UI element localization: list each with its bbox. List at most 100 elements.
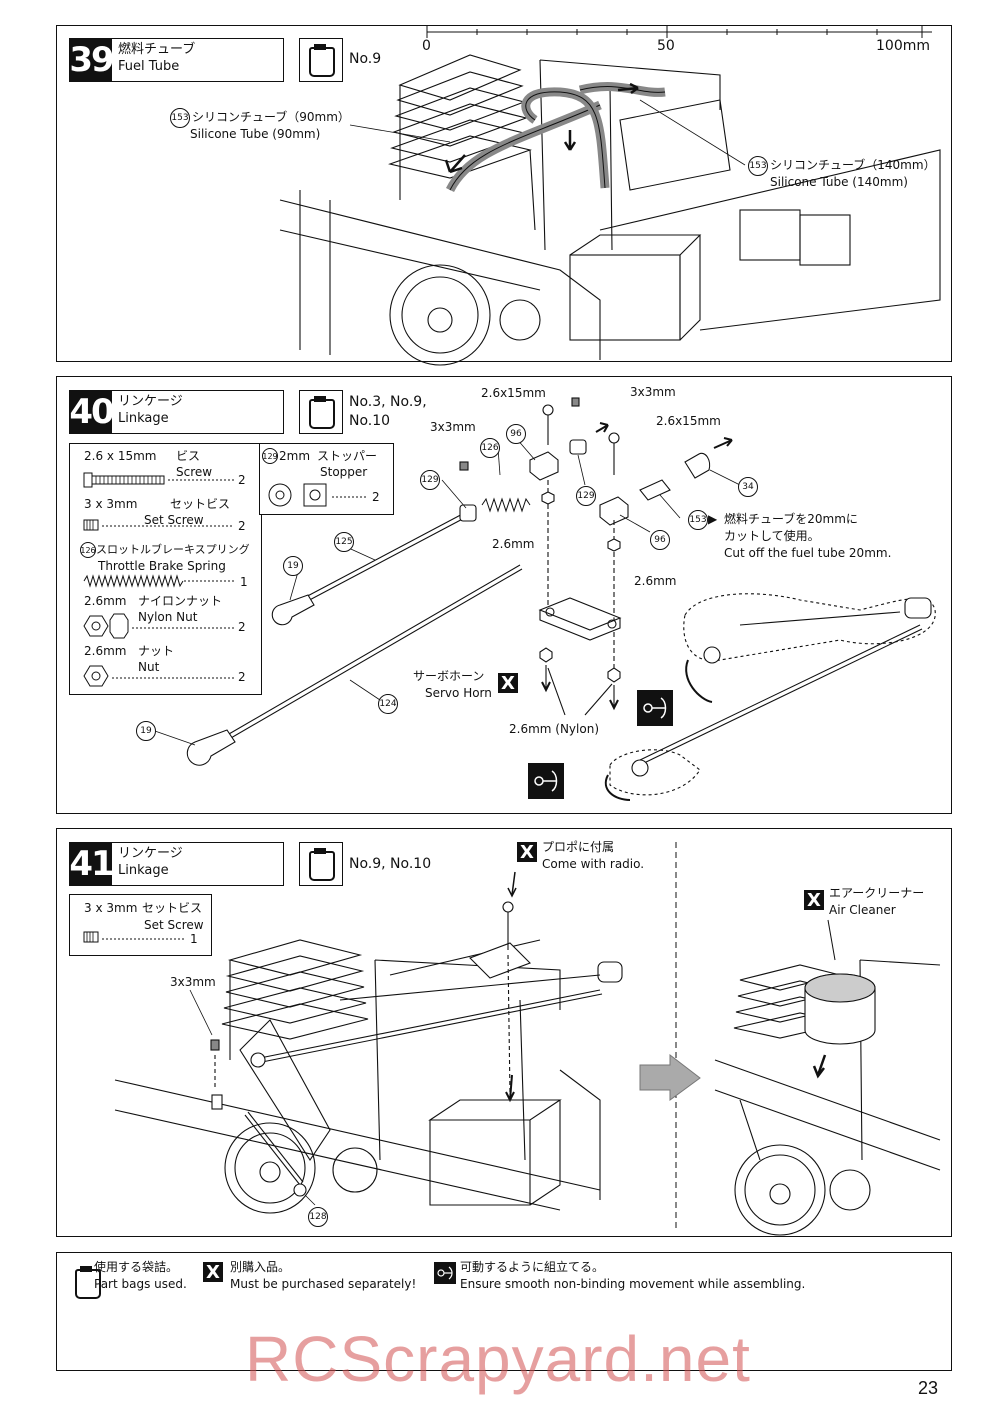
spring-en: Throttle Brake Spring: [98, 559, 226, 573]
part-number-34: 34: [738, 477, 758, 497]
screw-jp: ビス: [176, 449, 201, 463]
label-3x3: 3x3mm: [170, 975, 216, 989]
nut-size: 2.6mm: [84, 644, 127, 658]
separate-purchase-icon: X: [203, 1262, 223, 1283]
stopper-qty: 2: [372, 490, 380, 504]
step-41-header: 41 リンケージ Linkage: [69, 842, 284, 886]
part-number-19b: 19: [136, 721, 156, 741]
silicone-tube-90-jp: シリコンチューブ（90mm）: [192, 110, 350, 124]
scale-ruler: [426, 26, 932, 38]
screw-en: Screw: [176, 465, 213, 479]
legend-bag-en: Part bags used.: [94, 1277, 187, 1291]
bag-number-line1: No.3, No.9,: [349, 394, 427, 410]
part-bag-icon: [299, 390, 343, 434]
watermark: RCScrapyard.net: [245, 1323, 751, 1395]
stopper-part-number: 129: [262, 448, 278, 464]
parts-list-box: [69, 894, 212, 956]
part-number-153b: 153: [748, 156, 768, 176]
setscrew-size: 3 x 3mm: [84, 497, 138, 511]
part-number-125: 125: [334, 532, 354, 552]
bag-number: No.9, No.10: [349, 856, 432, 872]
setscrew-jp: セットビス: [170, 497, 231, 511]
spring-icon: [83, 574, 236, 588]
label-26mm-nylon: 2.6mm (Nylon): [509, 722, 599, 736]
servo-horn-en: Servo Horn: [425, 686, 492, 700]
parts-list-box: [69, 443, 262, 695]
setscrew-qty: 2: [238, 519, 246, 533]
part-number-19a: 19: [283, 556, 303, 576]
stopper-jp: ストッパー: [317, 449, 378, 463]
legend-bag-jp: 使用する袋詰。: [94, 1260, 179, 1274]
step-title-jp: 燃料チューブ: [118, 42, 196, 57]
step-title-en: Linkage: [118, 411, 169, 426]
linkage-installed-illustration: [114, 842, 941, 1236]
bag-number: No.9: [349, 51, 382, 67]
scale-tick-100: 100mm: [876, 38, 930, 54]
setscrew-jp: セットビス: [142, 901, 203, 915]
legend-panel: [56, 1252, 952, 1371]
nylonnut-size: 2.6mm: [84, 594, 127, 608]
fuel-cut-note-arrow: ▶: [708, 512, 718, 526]
part-number-128: 128: [308, 1207, 328, 1227]
nut-en: Nut: [138, 660, 160, 674]
scale-tick-0: 0: [422, 38, 431, 54]
silicone-tube-140-en: Silicone Tube (140mm): [770, 175, 908, 189]
silicone-tube-140-jp: シリコンチューブ（140mm）: [770, 158, 936, 172]
separate-purchase-icon: X: [804, 890, 824, 911]
setscrew-en: Set Screw: [144, 513, 204, 527]
page-number: 23: [918, 1378, 939, 1398]
radio-note-jp: プロポに付属: [542, 840, 615, 854]
setscrew-size: 3 x 3mm: [84, 901, 138, 915]
air-cleaner-en: Air Cleaner: [829, 903, 896, 917]
radio-note-en: Come with radio.: [542, 857, 645, 871]
legend-movable-en: Ensure smooth non-binding movement while…: [460, 1277, 806, 1291]
legend-separate-jp: 別購入品。: [230, 1260, 291, 1274]
spring-qty: 1: [240, 575, 248, 589]
setscrew-qty: 1: [190, 932, 198, 946]
nut-icon: [83, 665, 234, 687]
stopper-en: Stopper: [320, 465, 368, 479]
part-number-153a: 153: [170, 108, 190, 128]
part-number-124: 124: [378, 694, 398, 714]
nut-jp: ナット: [138, 644, 175, 658]
label-2615-a: 2.6x15mm: [481, 386, 546, 400]
label-26mm-b: 2.6mm: [634, 574, 677, 588]
fuel-cut-jp-2: カットして使用。: [724, 529, 820, 543]
linkage-exploded-illustration: [151, 397, 936, 801]
separate-purchase-icon: X: [498, 673, 518, 694]
step-39-panel: [56, 25, 952, 362]
nylonnut-qty: 2: [238, 620, 246, 634]
nylonnut-jp: ナイロンナット: [138, 594, 223, 608]
stopper-size: 2mm: [279, 449, 311, 463]
screw-icon: [83, 472, 234, 488]
label-3x3-top: 3x3mm: [630, 385, 676, 399]
part-number-96a: 96: [506, 424, 526, 444]
scale-tick-50: 50: [657, 38, 675, 54]
spring-part-number: 126: [80, 542, 96, 558]
part-bag-icon: [66, 1261, 101, 1299]
step-40-panel: [56, 376, 952, 814]
step-number: 40: [69, 391, 115, 433]
part-number-129b: 129: [576, 486, 596, 506]
part-number-126: 126: [480, 438, 500, 458]
part-number-96b: 96: [650, 530, 670, 550]
servo-horn-jp: サーボホーン: [413, 669, 485, 683]
movable-icon: [434, 1262, 456, 1284]
step-40-header: 40 リンケージ Linkage: [69, 390, 284, 434]
air-cleaner-jp: エアークリーナー: [829, 886, 925, 900]
step-number: 39: [69, 39, 115, 81]
step-title-en: Fuel Tube: [118, 59, 180, 74]
screw-size: 2.6 x 15mm: [84, 449, 157, 463]
legend-separate-en: Must be purchased separately!: [230, 1277, 417, 1291]
nylon-nut-icon: [83, 613, 234, 639]
step-41-panel: [56, 828, 952, 1237]
legend-movable-jp: 可動するように組立てる。: [460, 1260, 605, 1274]
label-26mm-a: 2.6mm: [492, 537, 535, 551]
label-2615-b: 2.6x15mm: [656, 414, 721, 428]
silicone-tube-90-en: Silicone Tube (90mm): [190, 127, 321, 141]
step-title-jp: リンケージ: [118, 846, 183, 861]
step-number: 41: [69, 843, 115, 885]
nut-qty: 2: [238, 670, 246, 684]
movable-icon: [637, 690, 673, 726]
fuel-cut-jp-1: 燃料チューブを20mmに: [724, 512, 858, 526]
